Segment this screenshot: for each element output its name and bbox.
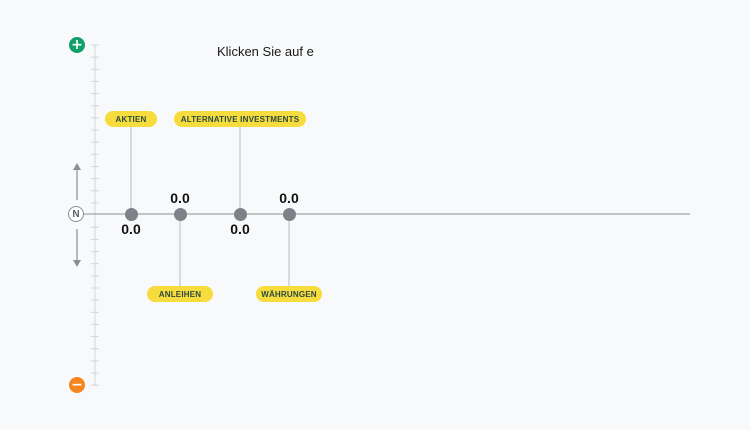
asset-label-alternative-investments[interactable]: ALTERNATIVE INVESTMENTS [174,111,306,127]
asset-value-anleihen: 0.0 [170,190,190,206]
instruction-text: Klicken Sie auf e [217,44,314,59]
asset-label-aktien[interactable]: AKTIEN [105,111,157,127]
arrow-down-head-icon [73,260,81,267]
asset-handle-anleihen[interactable] [173,207,187,221]
asset-handle-aktien[interactable] [124,207,138,221]
asset-handle-waehrungen[interactable] [282,207,296,221]
plus-icon[interactable]: + [69,37,85,53]
minus-icon[interactable]: − [69,377,85,393]
asset-handle-alternative-investments[interactable] [233,207,247,221]
neutral-marker: N [68,206,84,222]
arrow-up-head-icon [73,163,81,170]
asset-label-waehrungen[interactable]: WÄHRUNGEN [256,286,322,302]
asset-label-anleihen[interactable]: ANLEIHEN [147,286,213,302]
asset-value-aktien: 0.0 [121,221,141,237]
asset-value-alternative-investments: 0.0 [230,221,250,237]
asset-value-waehrungen: 0.0 [279,190,299,206]
